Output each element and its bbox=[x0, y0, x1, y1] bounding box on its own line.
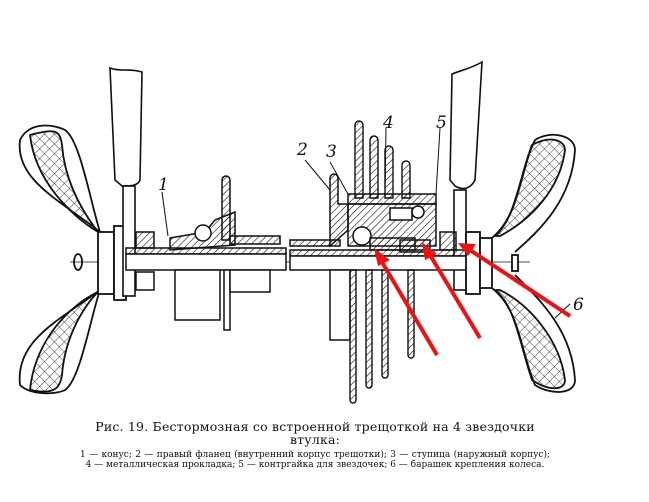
label-5: 5 bbox=[436, 113, 447, 133]
left-wing-nut bbox=[18, 124, 127, 395]
red-arrow-2 bbox=[422, 242, 482, 340]
figure-caption: Рис. 19. Бестормозная со встроенной трещ… bbox=[80, 420, 550, 470]
hub-diagram: 1 2 3 4 5 6 bbox=[18, 60, 584, 404]
ratchet-hub bbox=[289, 173, 471, 341]
right-wing-nut bbox=[465, 133, 576, 393]
caption-legend: 1 — конус; 2 — правый фланец (внутренний… bbox=[80, 450, 550, 470]
red-annotation-arrows bbox=[374, 242, 572, 357]
label-1: 1 bbox=[158, 175, 169, 195]
label-2: 2 bbox=[296, 140, 308, 160]
label-4: 4 bbox=[382, 113, 394, 133]
label-3: 3 bbox=[326, 142, 337, 162]
red-arrow-3 bbox=[458, 243, 572, 318]
label-6: 6 bbox=[573, 295, 584, 315]
caption-title: Рис. 19. Бестормозная со встроенной трещ… bbox=[95, 419, 535, 447]
left-cone-assembly bbox=[125, 175, 287, 331]
red-arrow-1 bbox=[374, 248, 439, 357]
